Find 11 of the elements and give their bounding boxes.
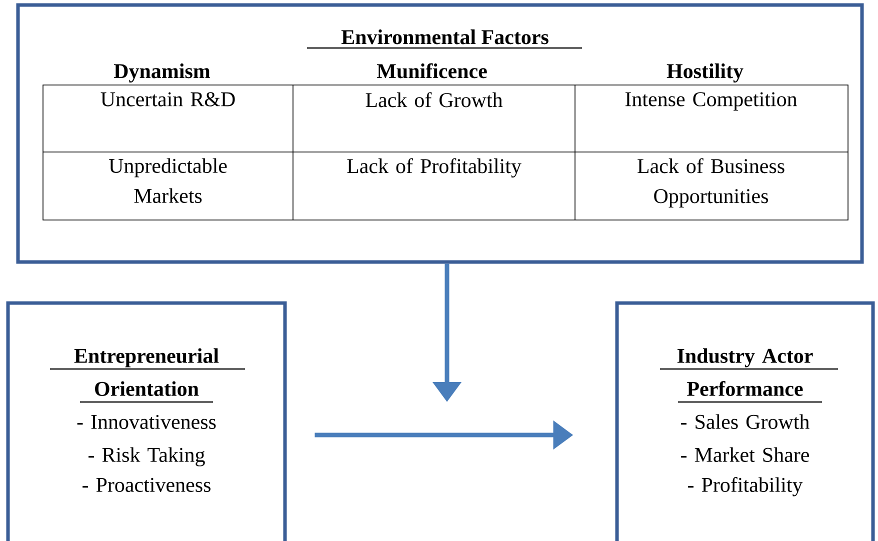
- column-heading: Munificence: [376, 63, 487, 78]
- table-cell-text: Unpredictable Markets: [108, 158, 227, 203]
- column-heading: Hostility: [666, 63, 744, 83]
- table-cell-text: Uncertain R&D: [100, 92, 235, 106]
- table-cell-text: Lack of Profitability: [347, 158, 522, 178]
- column-heading: Dynamism: [114, 63, 210, 83]
- table-cell-text: Lack of Business Opportunities: [638, 158, 784, 208]
- table-cell-text: Lack of Growth: [366, 92, 503, 108]
- performance-box: Industry Actor Performance - Sales Growth - Market Share - Profitability: [615, 301, 875, 541]
- orientation-box: Entrepreneurial Orientation - Innovativeness - Risk Taking - Proactiveness: [6, 301, 287, 541]
- table-cell-text: Intense Competition: [625, 92, 798, 111]
